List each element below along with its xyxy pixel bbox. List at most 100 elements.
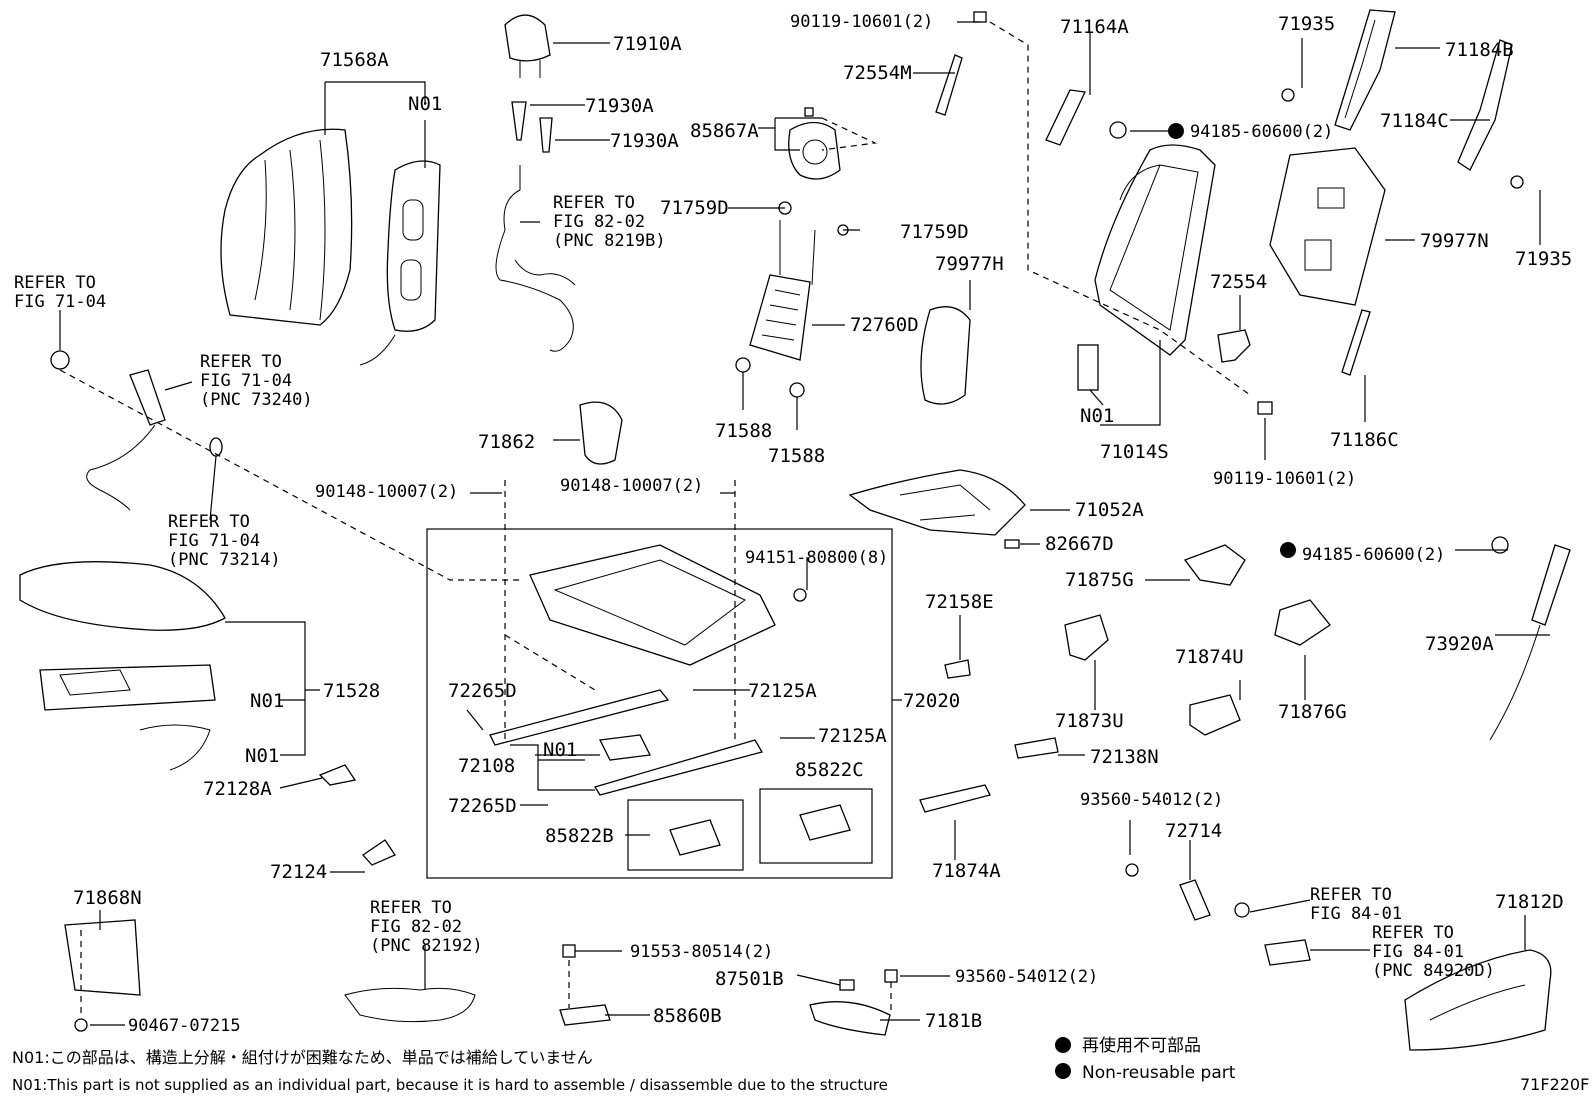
refer-belt-line1: REFER TO bbox=[200, 352, 282, 372]
seat-frame-drawing bbox=[489, 544, 807, 796]
refer-harness-line3: (PNC 82192) bbox=[370, 936, 483, 956]
bracket-71875g-drawing bbox=[1183, 544, 1246, 586]
seatback-wire-drawing bbox=[495, 165, 576, 352]
clip-72128a-drawing bbox=[318, 764, 357, 786]
frame-71052a-drawing bbox=[848, 469, 1026, 536]
callout-93560-bottom: 93560-54012(2) bbox=[955, 967, 1098, 987]
cover-71868n-drawing bbox=[64, 919, 141, 1032]
callout-72554: 72554 bbox=[1210, 271, 1267, 293]
refer-ring-line2: FIG 71-04 bbox=[168, 531, 260, 551]
callout-72124: 72124 bbox=[270, 861, 327, 883]
callout-71910a: 71910A bbox=[613, 33, 682, 55]
belt-ring-drawing bbox=[209, 437, 223, 457]
part-72138n-drawing bbox=[1014, 737, 1059, 759]
callout-72760d: 72760D bbox=[850, 314, 919, 336]
seatback-cover-drawing bbox=[220, 128, 353, 326]
non-reusable-dot-94185-mid bbox=[1280, 542, 1296, 558]
harness-82192-drawing bbox=[344, 987, 476, 1023]
callout-72265d-1: 72265D bbox=[448, 680, 517, 702]
callout-71052a: 71052A bbox=[1075, 499, 1144, 521]
callout-71528: 71528 bbox=[323, 680, 380, 702]
callout-72138n: 72138N bbox=[1090, 746, 1159, 768]
headrest-drawing bbox=[504, 14, 551, 78]
side-trim-71184c-drawing bbox=[1457, 39, 1513, 171]
callout-71930a-2: 71930A bbox=[610, 130, 679, 152]
bracket-71186c-drawing bbox=[1341, 309, 1371, 376]
callout-72158e: 72158E bbox=[925, 591, 994, 613]
refer-ring-line1: REFER TO bbox=[168, 512, 250, 532]
diagram-id: 71F220F bbox=[1520, 1075, 1589, 1094]
callout-90148-2: 90148-10007(2) bbox=[560, 476, 703, 496]
inset-box-85822b bbox=[627, 799, 744, 871]
callout-72128a: 72128A bbox=[203, 778, 272, 800]
refer-harness-line1: REFER TO bbox=[370, 898, 452, 918]
callout-71935-right: 71935 bbox=[1515, 248, 1572, 270]
callout-90467: 90467-07215 bbox=[128, 1016, 241, 1036]
clip-71588-drawing bbox=[735, 357, 805, 398]
callout-90119-bottom: 90119-10601(2) bbox=[1213, 469, 1356, 489]
callout-90148-1: 90148-10007(2) bbox=[315, 482, 458, 502]
refer-ring-line3: (PNC 73214) bbox=[168, 550, 281, 570]
callout-94185-mid: 94185-60600(2) bbox=[1302, 545, 1445, 565]
callout-71876g: 71876G bbox=[1278, 701, 1347, 723]
callout-85822c: 85822C bbox=[795, 759, 864, 781]
bracket-71873u-drawing bbox=[1064, 614, 1109, 661]
callout-91553: 91553-80514(2) bbox=[630, 942, 773, 962]
callout-72020: 72020 bbox=[903, 690, 960, 712]
refer-harness-line2: FIG 82-02 bbox=[370, 917, 462, 937]
switch-84-01-drawing bbox=[1234, 902, 1311, 966]
callout-85860b: 85860B bbox=[653, 1005, 722, 1027]
callout-71014s: 71014S bbox=[1100, 441, 1169, 463]
belt-buckle-drawing bbox=[50, 350, 166, 511]
lumbar-72760d-drawing bbox=[749, 201, 849, 361]
callout-79977h: 79977H bbox=[935, 253, 1004, 275]
refer-84-01b-line3: (PNC 84920D) bbox=[1372, 961, 1495, 981]
callout-n01-frame: N01 bbox=[1080, 405, 1114, 427]
refer-left-line2: FIG 71-04 bbox=[14, 292, 106, 312]
callout-72125a-2: 72125A bbox=[818, 725, 887, 747]
callout-90119-top: 90119-10601(2) bbox=[790, 12, 933, 32]
refer-labels: REFER TO FIG 71-04 REFER TO FIG 71-04 (P… bbox=[14, 193, 1495, 981]
callout-71186c: 71186C bbox=[1330, 429, 1399, 451]
callout-71930a-1: 71930A bbox=[585, 95, 654, 117]
clip-71935-drawing bbox=[1281, 88, 1524, 189]
refer-wire-line3: (PNC 8219B) bbox=[553, 231, 666, 251]
back-board-79977n-drawing bbox=[1269, 147, 1386, 306]
refer-left-line1: REFER TO bbox=[14, 273, 96, 293]
nut-94185-drawing bbox=[1109, 121, 1509, 554]
callout-72108: 72108 bbox=[458, 755, 515, 777]
refer-belt-line3: (PNC 73240) bbox=[200, 390, 313, 410]
refer-84-01b-line1: REFER TO bbox=[1372, 923, 1454, 943]
refer-84-01a-line2: FIG 84-01 bbox=[1310, 904, 1402, 924]
callout-71588-1: 71588 bbox=[715, 420, 772, 442]
refer-84-01b-line2: FIG 84-01 bbox=[1372, 942, 1464, 962]
cushion-cover-drawing bbox=[19, 561, 226, 771]
callout-79977n: 79977N bbox=[1420, 230, 1489, 252]
callout-82667d: 82667D bbox=[1045, 533, 1114, 555]
part-72158e-drawing bbox=[944, 659, 971, 679]
recliner-part-drawing bbox=[1077, 344, 1099, 391]
callout-n01-motor: N01 bbox=[543, 739, 577, 761]
headrest-support-drawing bbox=[511, 101, 553, 153]
rail-71874a-drawing bbox=[919, 784, 991, 813]
bracket-71164a-drawing bbox=[1045, 89, 1086, 146]
seatback-frame-drawing bbox=[1094, 144, 1216, 356]
side-trim-71184b-drawing bbox=[1334, 9, 1396, 131]
part-87501b-drawing bbox=[809, 969, 898, 1036]
side-shield-71812d-drawing bbox=[1404, 949, 1552, 1051]
seat-frame-box bbox=[426, 528, 893, 879]
callout-71874u: 71874U bbox=[1175, 646, 1244, 668]
callout-labels: 71568A N01 71910A 71930A 71930A 90119-10… bbox=[73, 12, 1572, 1036]
cover-71862-drawing bbox=[579, 401, 623, 465]
callout-71588-2: 71588 bbox=[768, 445, 825, 467]
callout-7181b: 7181B bbox=[925, 1010, 982, 1032]
legend-dot-jp bbox=[1055, 1037, 1071, 1053]
note-n01-en: N01:This part is not supplied as an indi… bbox=[12, 1076, 888, 1094]
refer-wire-line1: REFER TO bbox=[553, 193, 635, 213]
callout-94151: 94151-80800(8) bbox=[745, 548, 888, 568]
cable-73920a-drawing bbox=[1489, 544, 1571, 741]
refer-84-01a-line1: REFER TO bbox=[1310, 885, 1392, 905]
leader-lines bbox=[59, 21, 1550, 1026]
lock-72554-drawing bbox=[1217, 329, 1251, 363]
note-n01-jp: N01:この部品は、構造上分解・組付けが困難なため、単品では補給していません bbox=[12, 1048, 593, 1067]
